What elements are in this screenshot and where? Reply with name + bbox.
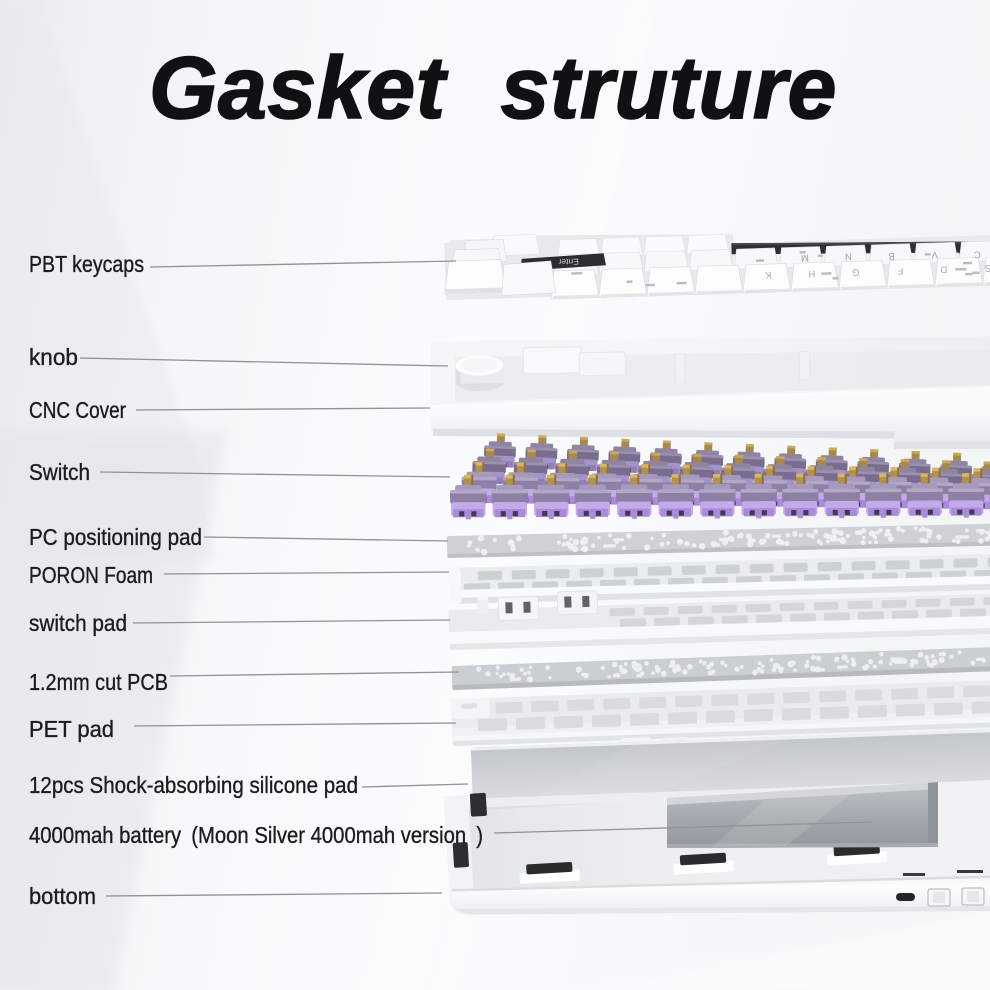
svg-text:Switch: Switch — [29, 459, 90, 485]
svg-text:CNC Cover: CNC Cover — [29, 397, 126, 423]
svg-text:PC positioning pad: PC positioning pad — [29, 524, 202, 550]
svg-text:knob: knob — [29, 344, 78, 370]
svg-text:K: K — [764, 269, 771, 280]
svg-text:M: M — [801, 252, 809, 263]
svg-text:B: B — [888, 250, 895, 261]
svg-text:N: N — [845, 251, 852, 262]
svg-text:PORON Foam: PORON Foam — [29, 562, 153, 588]
svg-text:Enter: Enter — [558, 257, 579, 268]
svg-text:S: S — [985, 262, 990, 273]
svg-text:V: V — [931, 249, 938, 260]
svg-text:bottom: bottom — [29, 883, 96, 909]
svg-text:C: C — [974, 248, 981, 259]
svg-text:switch pad: switch pad — [29, 610, 127, 636]
svg-text:1.2mm cut PCB: 1.2mm cut PCB — [29, 669, 168, 695]
svg-text:F: F — [897, 265, 903, 276]
svg-text:G: G — [852, 266, 860, 277]
svg-text:12pcs Shock-absorbing silicone: 12pcs Shock-absorbing silicone pad — [29, 772, 358, 798]
svg-text:Gasket struture: Gasket struture — [149, 38, 837, 137]
svg-text:D: D — [940, 264, 947, 275]
svg-text:H: H — [808, 268, 815, 279]
svg-text:4000mah battery (Moon Silver 4: 4000mah battery (Moon Silver 4000mah ver… — [29, 822, 483, 848]
svg-text:PET pad: PET pad — [29, 716, 114, 742]
svg-text:PBT keycaps: PBT keycaps — [29, 251, 144, 277]
